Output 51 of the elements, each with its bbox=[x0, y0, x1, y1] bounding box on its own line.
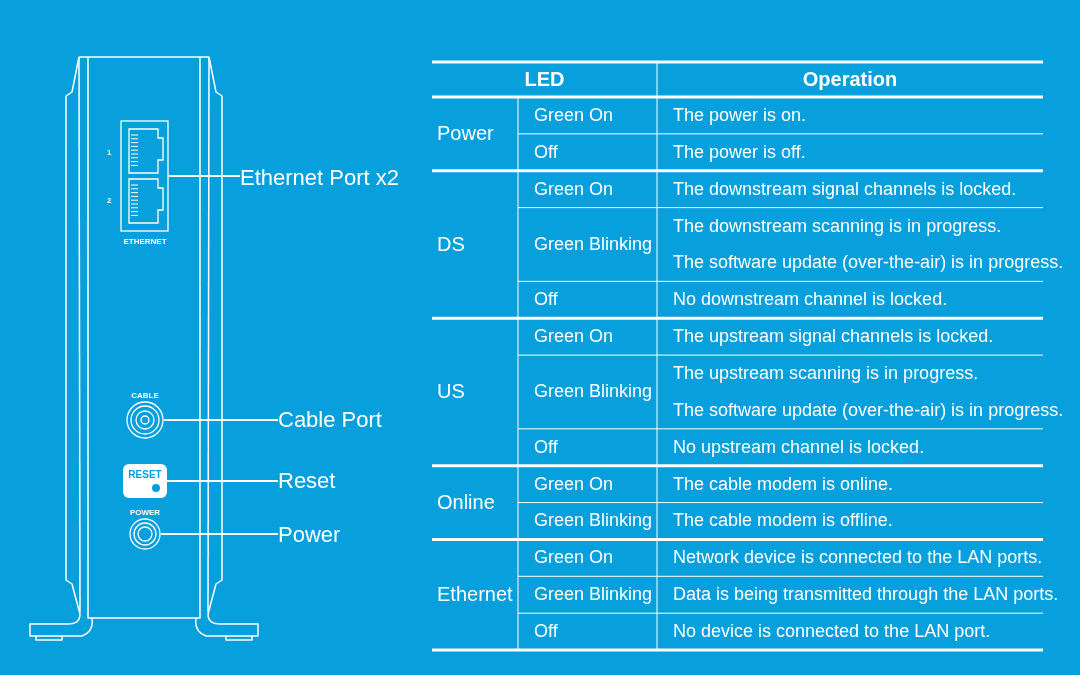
callout-label: Power bbox=[278, 522, 341, 548]
led-state: Green On bbox=[534, 326, 614, 348]
led-description: No upstream channel is locked. bbox=[673, 436, 925, 458]
led-name: Online bbox=[437, 491, 495, 515]
led-state: Green On bbox=[534, 178, 614, 200]
callout-label: Cable Port bbox=[278, 407, 382, 433]
reset-button: RESET bbox=[123, 464, 167, 498]
led-state: Green Blinking bbox=[534, 381, 653, 403]
led-name: US bbox=[437, 380, 465, 404]
power-jack bbox=[129, 518, 161, 550]
led-description: No downstream channel is locked. bbox=[673, 289, 948, 311]
callout-label: Reset bbox=[278, 468, 336, 494]
ethernet-ports bbox=[120, 120, 169, 232]
led-description: Data is being transmitted through the LAN ports. bbox=[673, 584, 1059, 606]
coaxial-port bbox=[126, 401, 164, 439]
column-header: LED bbox=[524, 68, 565, 91]
led-state: Green Blinking bbox=[534, 510, 653, 532]
led-state: Green Blinking bbox=[534, 233, 653, 255]
led-description: The power is on. bbox=[673, 104, 807, 126]
led-state: Green On bbox=[534, 104, 614, 126]
leader-line bbox=[166, 480, 279, 482]
port-number: 1 bbox=[107, 148, 112, 157]
led-name: Power bbox=[437, 122, 494, 146]
column-header: Operation bbox=[802, 68, 898, 91]
led-state: Off bbox=[534, 621, 558, 643]
leader-line bbox=[163, 419, 279, 421]
led-name: DS bbox=[437, 232, 465, 256]
led-description: The upstream signal channels is locked. bbox=[673, 326, 994, 348]
panel-label: POWER bbox=[129, 508, 161, 517]
led-description: No device is connected to the LAN port. bbox=[673, 621, 991, 643]
led-state: Green On bbox=[534, 547, 614, 569]
panel-label: ETHERNET bbox=[123, 237, 167, 246]
led-state: Off bbox=[534, 436, 558, 458]
leader-line bbox=[160, 533, 279, 535]
led-description: The software update (over-the-air) is in progress. bbox=[673, 399, 1064, 421]
led-description: Network device is connected to the LAN ports. bbox=[673, 547, 1043, 569]
led-state: Green Blinking bbox=[534, 584, 653, 606]
led-description: The upstream scanning is in progress. bbox=[673, 363, 979, 384]
led-description: The power is off. bbox=[673, 141, 806, 163]
callout-label: Ethernet Port x2 bbox=[240, 165, 399, 191]
leader-line bbox=[168, 175, 241, 177]
led-state: Off bbox=[534, 289, 558, 311]
led-description: The software update (over-the-air) is in progress. bbox=[673, 252, 1064, 274]
led-description: The cable modem is offline. bbox=[673, 510, 893, 532]
led-description: The downstream scanning is in progress. bbox=[673, 215, 1002, 237]
led-state: Green On bbox=[534, 473, 614, 495]
led-description: The downstream signal channels is locked. bbox=[673, 178, 1017, 200]
led-description: The cable modem is online. bbox=[673, 473, 894, 495]
port-number: 2 bbox=[107, 196, 112, 205]
led-name: Ethernet bbox=[437, 583, 513, 607]
led-state: Off bbox=[534, 141, 558, 163]
